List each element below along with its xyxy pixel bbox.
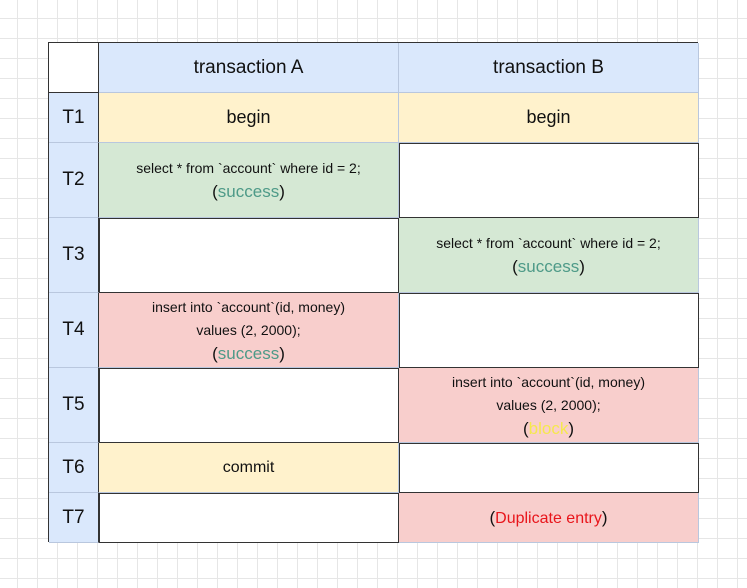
- transaction-table: transaction A transaction B T1 begin beg…: [48, 42, 699, 543]
- t1-b-begin: begin: [399, 93, 699, 143]
- row-label-t7: T7: [49, 493, 99, 543]
- t2-b-empty: [399, 143, 699, 218]
- t5-b-status: (block): [523, 417, 574, 440]
- t1-b-text: begin: [526, 107, 571, 127]
- t6-a-commit: commit: [99, 443, 399, 493]
- t7-b-status-text: Duplicate entry: [495, 509, 602, 527]
- t1-a-begin: begin: [99, 93, 399, 143]
- t3-b-status: (success): [512, 255, 585, 278]
- close-paren: ): [601, 507, 608, 527]
- t4-a-sql-line-2: values (2, 2000);: [196, 321, 301, 338]
- t3-a-empty: [99, 218, 399, 293]
- t6-b-empty: [399, 443, 699, 493]
- row-label-t4: T4: [49, 293, 99, 368]
- row-label-t5: T5: [49, 368, 99, 443]
- t5-b-sql-line-2: values (2, 2000);: [496, 396, 601, 413]
- t3-b-status-text: success: [517, 257, 580, 276]
- row-label-t6: T6: [49, 443, 99, 493]
- t2-a-status-text: success: [217, 182, 280, 201]
- open-paren: (: [212, 182, 218, 201]
- t5-b-status-text: block: [528, 418, 569, 438]
- header-b-label: transaction B: [493, 56, 604, 78]
- t3-b-select: select * from `account` where id = 2; (s…: [399, 218, 699, 293]
- t5-a-empty: [99, 368, 399, 443]
- t4-a-status-text: success: [217, 343, 280, 363]
- header-transaction-a: transaction A: [99, 43, 399, 93]
- t1-a-text: begin: [226, 107, 271, 127]
- open-paren: (: [512, 257, 518, 276]
- row-label-t2: T2: [49, 143, 99, 218]
- t2-a-status: (success): [212, 180, 285, 203]
- row-label-t3: T3: [49, 218, 99, 293]
- t2-a-select: select * from `account` where id = 2; (s…: [99, 143, 399, 218]
- row-label-t1: T1: [49, 93, 99, 143]
- t7-b-error: (Duplicate entry): [399, 493, 699, 543]
- header-a-label: transaction A: [193, 56, 304, 78]
- t2-a-sql-line-1: select * from `account` where id = 2;: [136, 160, 361, 176]
- t5-b-insert: insert into `account`(id, money) values …: [399, 368, 699, 443]
- close-paren: ): [568, 418, 575, 438]
- t5-b-sql-line-1: insert into `account`(id, money): [452, 373, 645, 390]
- close-paren: ): [279, 343, 285, 363]
- t4-b-empty: [399, 293, 699, 368]
- open-paren: (: [212, 343, 218, 363]
- open-paren: (: [489, 507, 496, 527]
- header-transaction-b: transaction B: [399, 43, 699, 93]
- t4-a-status: (success): [212, 342, 285, 365]
- t4-a-sql-line-1: insert into `account`(id, money): [152, 298, 345, 315]
- t6-a-text: commit: [222, 458, 275, 476]
- close-paren: ): [279, 182, 285, 201]
- open-paren: (: [522, 418, 529, 438]
- t4-a-insert: insert into `account`(id, money) values …: [99, 293, 399, 368]
- corner-cell: [49, 43, 99, 93]
- t7-a-empty: [99, 493, 399, 543]
- close-paren: ): [579, 257, 585, 276]
- t7-b-status: (Duplicate entry): [489, 506, 607, 530]
- t3-b-sql-line-1: select * from `account` where id = 2;: [436, 235, 661, 251]
